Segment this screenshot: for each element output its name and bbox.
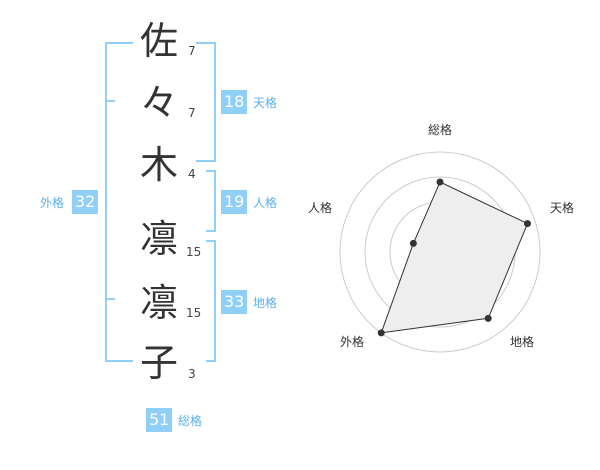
- name-char-5: 凛: [140, 281, 179, 325]
- radar-point-1: [523, 220, 531, 228]
- name-char-4: 凛: [140, 217, 179, 261]
- tenkaku-label: 天格: [253, 96, 278, 110]
- jinkaku-value-badge: 19: [221, 190, 248, 214]
- radar-point-2: [484, 314, 492, 322]
- radar-point-3: [377, 329, 385, 337]
- gaikaku-value-badge: 32: [72, 190, 99, 214]
- stroke-count-3: 4: [188, 167, 196, 181]
- chikaku-label: 地格: [253, 296, 278, 310]
- jinkaku-label: 人格: [253, 196, 278, 210]
- radar-axis-label-soukaku: 総格: [428, 123, 453, 137]
- radar-points: [377, 178, 531, 337]
- gaikaku-label: 外格: [40, 196, 65, 210]
- radar-point-4: [409, 239, 417, 247]
- radar-score-area: [380, 181, 529, 334]
- name-char-1: 佐: [140, 19, 179, 63]
- soukaku-label: 総格: [178, 414, 203, 428]
- gaikaku-bracket: [105, 42, 133, 362]
- radar-axis-label-tenkaku: 天格: [550, 201, 575, 215]
- gaikaku-bracket-tick-upper: [105, 100, 115, 102]
- name-char-3: 木: [140, 143, 179, 187]
- tenkaku-bracket: [196, 42, 216, 162]
- name-char-2: 々: [140, 81, 179, 125]
- radar-ring: [339, 151, 541, 353]
- soukaku-value-badge: 51: [146, 408, 173, 432]
- stroke-count-1: 7: [188, 44, 196, 58]
- tenkaku-value-badge: 18: [221, 90, 248, 114]
- name-char-6: 子: [140, 341, 179, 385]
- radar-axis-label-chikaku: 地格: [510, 335, 535, 349]
- stroke-count-4: 15: [186, 245, 202, 259]
- stroke-count-6: 3: [188, 367, 196, 381]
- chikaku-bracket: [206, 240, 216, 362]
- radar-axis-label-jinkaku: 人格: [308, 201, 333, 215]
- stroke-count-2: 7: [188, 106, 196, 120]
- chikaku-value-badge: 33: [221, 290, 248, 314]
- stroke-count-5: 15: [186, 306, 202, 320]
- radar-point-0: [436, 178, 444, 186]
- radar-axis-label-gaikaku: 外格: [340, 335, 365, 349]
- gaikaku-bracket-tick-lower: [105, 298, 115, 300]
- jinkaku-bracket: [206, 170, 216, 232]
